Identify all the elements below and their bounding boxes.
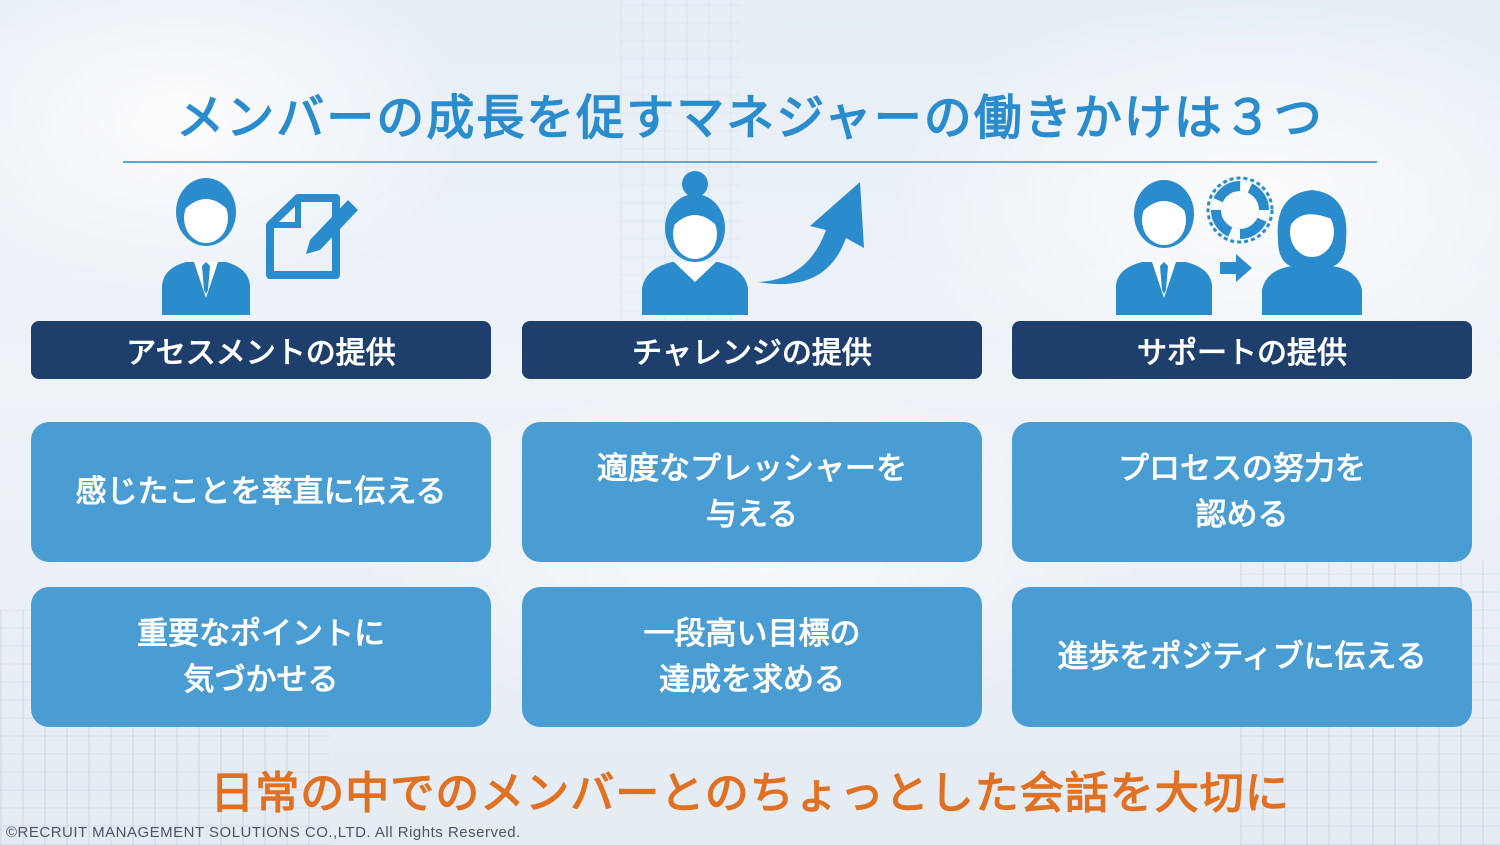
title-divider — [123, 161, 1377, 163]
card-assessment-1: 感じたことを率直に伝える — [31, 422, 491, 562]
card-support-2: 進歩をポジティブに伝える — [1012, 587, 1472, 727]
card-challenge-1: 適度なプレッシャーを 与える — [522, 422, 982, 562]
copyright-notice: ©RECRUIT MANAGEMENT SOLUTIONS CO.,LTD. A… — [6, 824, 521, 841]
manager-with-document-icon — [158, 170, 368, 320]
member-with-rising-arrow-icon — [638, 170, 868, 320]
header-assessment: アセスメントの提供 — [31, 321, 491, 379]
header-challenge: チャレンジの提供 — [522, 321, 982, 379]
slide-tagline: 日常の中でのメンバーとのちょっとした会話を大切に — [210, 768, 1290, 819]
card-support-1: プロセスの努力を 認める — [1012, 422, 1472, 562]
card-challenge-2: 一段高い目標の 達成を求める — [522, 587, 982, 727]
manager-giving-lifebuoy-icon — [1112, 170, 1368, 320]
card-assessment-2: 重要なポイントに 気づかせる — [31, 587, 491, 727]
header-support: サポートの提供 — [1012, 321, 1472, 379]
slide-title: メンバーの成長を促すマネジャーの働きかけは３つ — [176, 90, 1324, 146]
